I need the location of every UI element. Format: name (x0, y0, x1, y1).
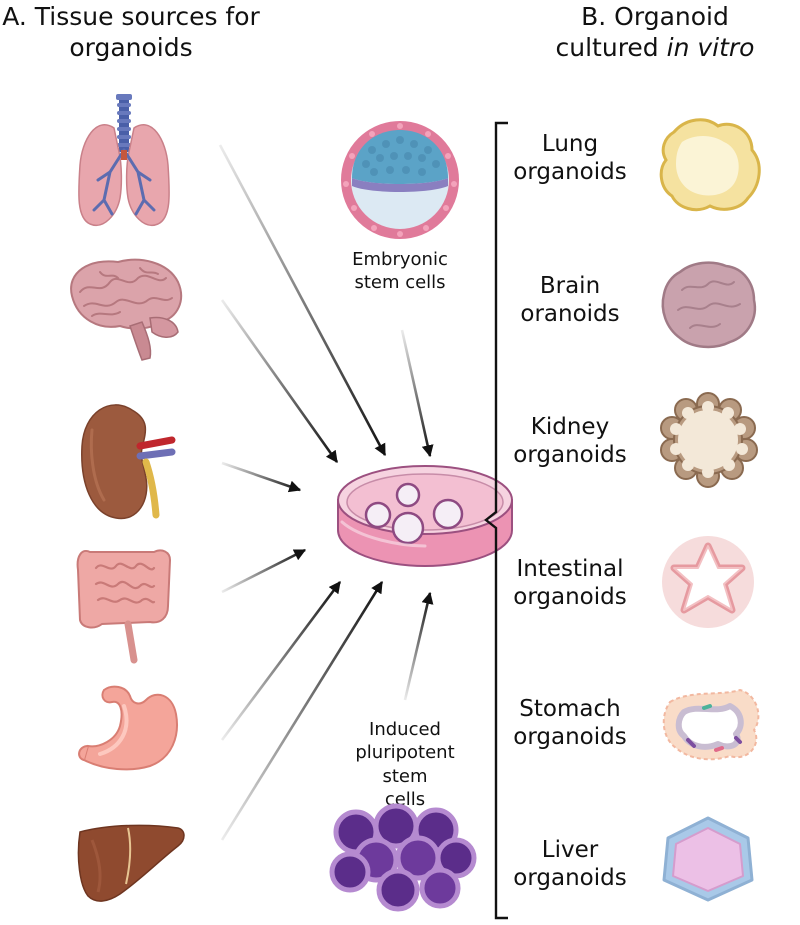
organoid-label-intestinal: Intestinal organoids (505, 555, 635, 611)
liver-icon (77, 824, 185, 902)
bracket (484, 121, 508, 920)
embryonic-line1: Embryonic (352, 249, 448, 270)
arrow-ipsc (403, 591, 434, 701)
ipsc-line2: pluripotent stem (355, 742, 455, 787)
liver-organoid-icon (662, 816, 754, 902)
blastocyst-icon (341, 121, 459, 239)
lung-icon (78, 94, 170, 227)
arrow-intestine (221, 548, 307, 594)
brain-organoid-icon (661, 261, 757, 349)
embryonic-line2: stem cells (354, 272, 446, 294)
kidney-icon (81, 404, 176, 520)
organoid-label-line1: Intestinal (516, 556, 624, 582)
heading-b-line2: cultured (555, 32, 667, 62)
heading-organoid-cultured: B. Organoid cultured in vitro (525, 2, 785, 63)
stomach-icon (78, 685, 178, 771)
petri-dish-icon (337, 465, 513, 568)
intestinal-organoid-icon (662, 536, 754, 628)
organoid-label-line1: Kidney (530, 414, 610, 440)
heading-b-line1: B. Organoid (581, 2, 729, 31)
brain-icon (70, 258, 183, 361)
arrow-esc (400, 329, 434, 458)
ipsc-line1: Induced (369, 719, 441, 740)
heading-tissue-sources: A. Tissue sources for organoids (0, 2, 262, 63)
arrows (218, 144, 434, 841)
arrow-brain (220, 299, 339, 463)
organoid-label-lung: Lung organoids (505, 130, 635, 186)
organoid-label-line2: organoids (513, 724, 627, 751)
organoid-label-line2: organoids (513, 159, 627, 186)
lung-organoid-icon (659, 118, 761, 212)
intestine-icon (76, 549, 172, 664)
organoid-label-line2: oranoids (520, 301, 620, 328)
organoid-label-line2: organoids (513, 865, 627, 892)
organoid-label-line1: Liver (541, 837, 599, 863)
arrow-kidney (221, 461, 302, 493)
organoid-label-line1: Brain (539, 273, 601, 299)
organoid-label-line1: Stomach (519, 696, 621, 722)
heading-a-line2: organoids (69, 32, 193, 62)
organoid-label-line2: organoids (513, 442, 627, 469)
arrow-stomach (220, 581, 342, 741)
kidney-organoid-icon (660, 392, 758, 488)
arrow-liver (220, 580, 384, 841)
organoid-label-kidney: Kidney organoids (505, 413, 635, 469)
organoid-label-line2: organoids (513, 584, 627, 611)
organoid-label-stomach: Stomach organoids (505, 695, 635, 751)
ipsc-cluster-icon (329, 803, 477, 912)
organoid-label-line1: Lung (541, 131, 599, 157)
heading-b-italic: in vitro (666, 32, 755, 62)
embryonic-stem-cells-label: Embryonic stem cells (325, 248, 475, 295)
organoid-label-brain: Brain oranoids (505, 272, 635, 328)
heading-a-line1: A. Tissue sources for (2, 2, 260, 31)
organoid-label-liver: Liver organoids (505, 836, 635, 892)
arrow-lung (218, 144, 387, 457)
stomach-organoid-icon (662, 688, 760, 761)
